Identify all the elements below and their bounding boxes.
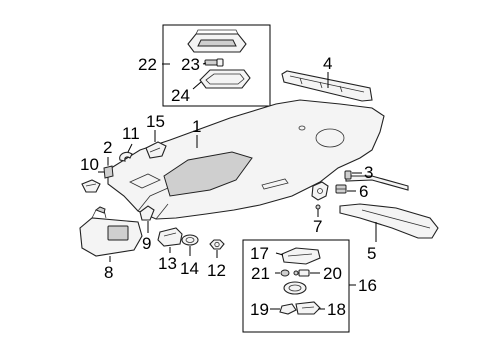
grab-handle-strip-3[interactable] [345, 175, 409, 191]
console-lens-24[interactable] [199, 69, 251, 89]
clip-11[interactable] [119, 151, 133, 162]
handle-trim-15[interactable] [145, 141, 167, 159]
bulb-21[interactable] [280, 269, 290, 277]
callout-3: 3 [364, 163, 373, 182]
callout-11: 11 [122, 124, 140, 143]
leader-17 [275, 252, 284, 256]
callout-14: 14 [180, 259, 199, 278]
callout-1: 1 [192, 117, 201, 136]
callout-20: 20 [323, 264, 342, 283]
callout-12: 12 [207, 261, 226, 280]
bulb-23[interactable] [204, 58, 224, 67]
inset-box-16 [242, 239, 350, 333]
callout-22: 22 [138, 55, 157, 74]
lens-14[interactable] [181, 234, 199, 246]
callout-6: 6 [359, 182, 368, 201]
callout-5: 5 [367, 244, 376, 263]
sunvisor-8[interactable] [79, 206, 143, 257]
dome-lamp-13[interactable] [157, 227, 183, 247]
callout-17: 17 [250, 244, 269, 263]
callout-16: 16 [358, 276, 377, 295]
lens-ring[interactable] [283, 281, 307, 295]
leader-11 [127, 143, 133, 153]
switch-19[interactable] [279, 303, 297, 315]
callout-21: 21 [251, 264, 270, 283]
leader-23 [202, 62, 207, 65]
callout-24: 24 [171, 86, 190, 105]
inset-box-22 [162, 24, 271, 107]
callout-13: 13 [158, 254, 177, 273]
bracket-7[interactable] [311, 181, 329, 210]
retainer-6[interactable] [335, 184, 347, 194]
callout-8: 8 [104, 263, 113, 282]
nut-12[interactable] [209, 239, 225, 250]
callout-15: 15 [146, 112, 165, 131]
callout-9: 9 [142, 234, 151, 253]
callout-19: 19 [250, 300, 269, 319]
callout-10: 10 [80, 155, 99, 174]
bezel-18[interactable] [295, 301, 321, 315]
rear-trim-4[interactable] [281, 70, 373, 102]
lamp-housing-17[interactable] [281, 247, 321, 265]
socket-20[interactable] [293, 269, 310, 277]
side-rail-trim-5[interactable] [339, 203, 439, 239]
callout-7: 7 [313, 217, 322, 236]
callout-4: 4 [323, 54, 332, 73]
callout-23: 23 [181, 55, 200, 74]
callout-2: 2 [103, 138, 112, 157]
callout-18: 18 [327, 300, 346, 319]
sunvisor-bracket-10[interactable] [81, 179, 101, 193]
headliner-1[interactable] [107, 99, 385, 220]
overhead-console-housing[interactable] [187, 29, 247, 53]
visor-clip-9[interactable] [139, 205, 155, 221]
clip-3[interactable] [344, 170, 352, 180]
leader-24 [192, 81, 202, 90]
